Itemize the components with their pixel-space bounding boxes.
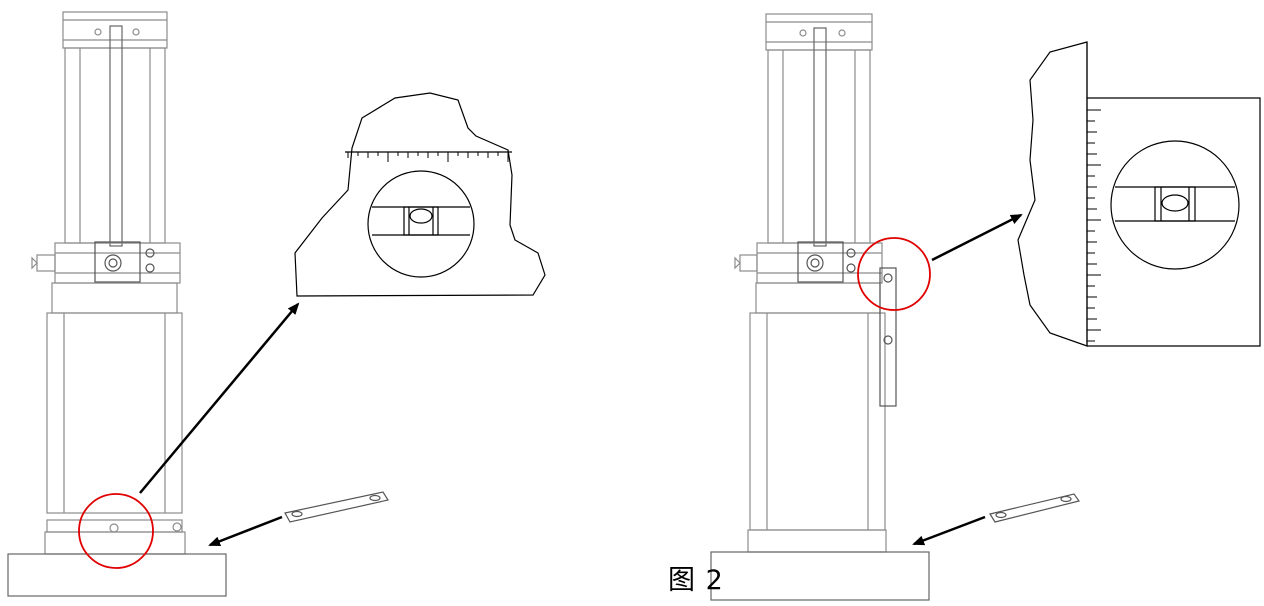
right-arrow-to-zoom (931, 213, 1023, 262)
right-arrow-to-base (912, 515, 986, 546)
right-highlight-circle (857, 237, 931, 311)
left-instrument (7, 11, 227, 597)
left-zoom-view (294, 92, 546, 297)
right-shim-plate (989, 493, 1081, 523)
left-shim-plate (284, 491, 389, 523)
left-highlight-circle (78, 493, 154, 569)
right-instrument (710, 13, 930, 601)
figure-caption: 图 2 (668, 565, 724, 596)
left-arrow-to-zoom (139, 302, 300, 494)
right-zoom-view (1017, 41, 1261, 347)
left-arrow-to-base (208, 515, 283, 547)
